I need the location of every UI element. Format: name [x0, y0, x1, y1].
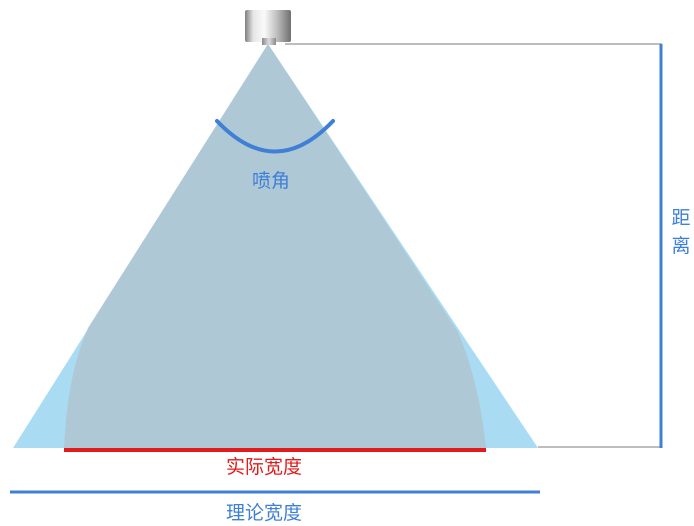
- spray-angle-arc: [215, 119, 335, 154]
- spray-angle-label: 喷角: [252, 170, 291, 192]
- theoretical-width-label: 理论宽度: [226, 502, 303, 524]
- nozzle-body: [245, 10, 291, 42]
- distance-label: 距离: [671, 207, 691, 257]
- effective-spray-cone: [64, 44, 486, 448]
- actual-width-label: 实际宽度: [226, 456, 303, 478]
- nozzle-tip: [262, 38, 276, 45]
